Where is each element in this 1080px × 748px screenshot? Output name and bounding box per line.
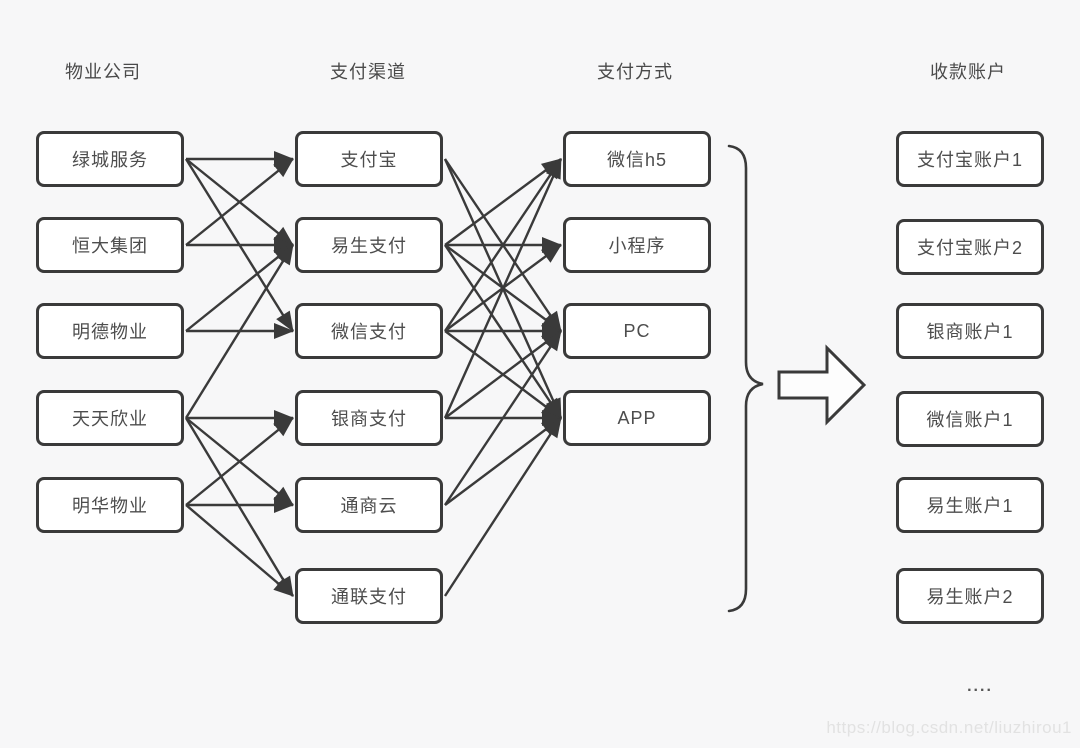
edge-tongshangyun-to-app bbox=[444, 417, 562, 506]
node-xiaochengxu: 小程序 bbox=[563, 217, 711, 273]
node-app: APP bbox=[563, 390, 711, 446]
node-yinshang: 银商支付 bbox=[295, 390, 443, 446]
edge-tiantian-to-tongshangyun bbox=[185, 417, 294, 506]
node-yis_acct1: 易生账户1 bbox=[896, 477, 1044, 533]
node-lvcheng: 绿城服务 bbox=[36, 131, 184, 187]
column-header-channels: 支付渠道 bbox=[330, 62, 406, 82]
edge-lvcheng-to-yisheng bbox=[185, 158, 294, 246]
edge-minghua-to-tonglian bbox=[185, 504, 294, 597]
watermark-url: https://blog.csdn.net/liuzhirou1 bbox=[826, 718, 1072, 737]
node-wx_acct1: 微信账户1 bbox=[896, 391, 1044, 447]
edge-yisheng-to-weixinh5 bbox=[444, 158, 562, 246]
edge-weixinzhifu-to-xiaochengxu bbox=[444, 244, 562, 332]
node-zhifubao: 支付宝 bbox=[295, 131, 443, 187]
column-header-companies: 物业公司 bbox=[65, 62, 141, 82]
edge-yinshang-to-weixinh5 bbox=[443, 158, 563, 419]
edge-weixinzhifu-to-weixinh5 bbox=[444, 158, 562, 332]
node-ys_acct1: 银商账户1 bbox=[896, 303, 1044, 359]
node-zfb_acct1: 支付宝账户1 bbox=[896, 131, 1044, 187]
edge-lvcheng-to-weixinzhifu bbox=[184, 158, 295, 332]
node-yis_acct2: 易生账户2 bbox=[896, 568, 1044, 624]
edge-zhifubao-to-app bbox=[443, 158, 563, 419]
edge-tongshangyun-to-pc bbox=[444, 330, 562, 506]
edge-tiantian-to-yisheng bbox=[184, 244, 295, 419]
node-yisheng: 易生支付 bbox=[295, 217, 443, 273]
node-pc: PC bbox=[563, 303, 711, 359]
node-zfb_acct2: 支付宝账户2 bbox=[896, 219, 1044, 275]
node-tiantian: 天天欣业 bbox=[36, 390, 184, 446]
node-tonglian: 通联支付 bbox=[295, 568, 443, 624]
edge-mingde-to-yisheng bbox=[185, 244, 294, 332]
edge-hengda-to-zhifubao bbox=[185, 158, 294, 246]
column-header-methods: 支付方式 bbox=[597, 62, 673, 82]
node-minghua: 明华物业 bbox=[36, 477, 184, 533]
edge-weixinzhifu-to-app bbox=[444, 330, 562, 419]
edge-tiantian-to-tonglian bbox=[184, 417, 295, 597]
edge-minghua-to-yinshang bbox=[185, 417, 294, 506]
node-mingde: 明德物业 bbox=[36, 303, 184, 359]
edge-yisheng-to-pc bbox=[444, 244, 562, 332]
edge-zhifubao-to-pc bbox=[444, 158, 562, 332]
node-weixinzhifu: 微信支付 bbox=[295, 303, 443, 359]
edge-yisheng-to-app bbox=[444, 244, 562, 419]
edge-tonglian-to-app bbox=[443, 417, 563, 597]
node-tongshangyun: 通商云 bbox=[295, 477, 443, 533]
node-hengda: 恒大集团 bbox=[36, 217, 184, 273]
node-weixinh5: 微信h5 bbox=[563, 131, 711, 187]
more-accounts-ellipsis: .... bbox=[967, 678, 993, 695]
edge-yinshang-to-pc bbox=[444, 330, 562, 419]
column-header-accounts: 收款账户 bbox=[930, 62, 1006, 82]
